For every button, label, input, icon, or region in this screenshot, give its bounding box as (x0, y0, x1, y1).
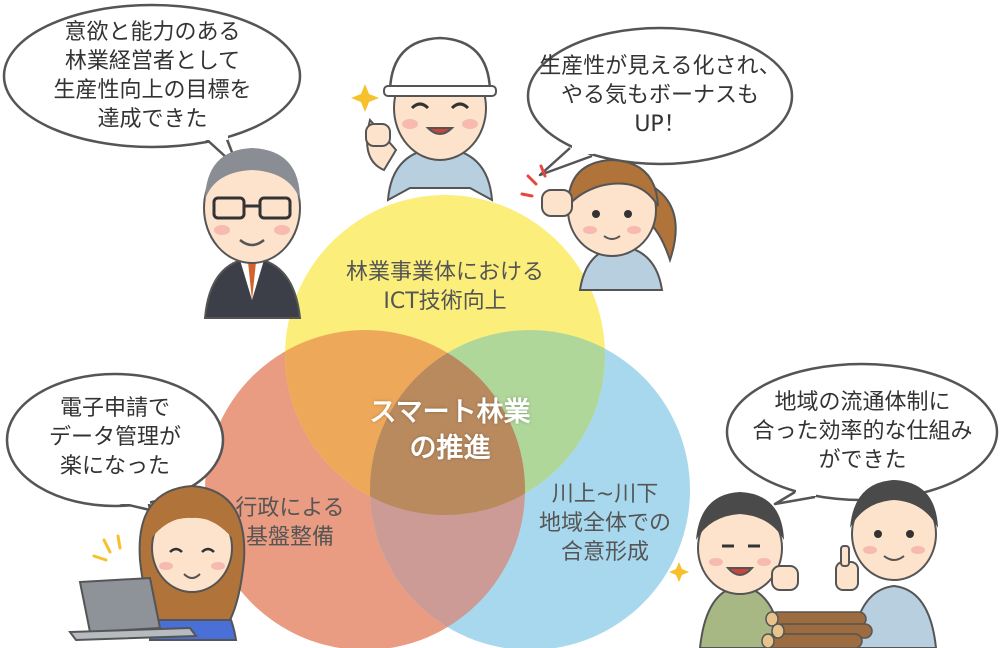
speech-bubble-worker (526, 26, 794, 177)
venn-label-line: 基盤整備 (245, 525, 334, 550)
bubble-line: やる気もボーナスも (560, 83, 759, 108)
venn-label-center: スマート林業 の推進 (350, 395, 550, 467)
venn-diagram (205, 195, 690, 648)
venn-overlap-center (370, 330, 525, 515)
venn-label-top: 林業事業体における ICT技術向上 (335, 258, 555, 316)
venn-label-line: ICT技術向上 (383, 289, 507, 314)
bubble-text-office: 電子申請で データ管理が 楽になった (10, 394, 220, 481)
bubble-line: 楽になった (59, 454, 170, 479)
venn-label-right: 川上~川下 地域全体での 合意形成 (530, 480, 680, 567)
venn-label-line: 行政による (235, 496, 345, 521)
bubble-line: 地域の流通体制に (774, 390, 951, 415)
bubble-line: UP！ (634, 112, 686, 137)
female-worker-icon (541, 158, 677, 291)
venn-label-line: 林業事業体における (345, 260, 544, 285)
venn-label-line: 地域全体での (538, 511, 671, 536)
bubble-line: 意欲と能力のある (64, 20, 241, 45)
venn-label-line: 合意形成 (560, 540, 649, 565)
venn-center-line: の推進 (409, 433, 491, 464)
bubble-text-distribution: 地域の流通体制に 合った効率的な仕組み ができた (730, 388, 995, 475)
sparkle-icon (351, 84, 689, 582)
bubble-line: ができた (818, 448, 907, 473)
bubble-line: データ管理が (48, 425, 181, 450)
bubble-line: 林業経営者として (64, 49, 241, 74)
bubble-line: 生産性が見える化され、 (539, 54, 781, 79)
log-pile-icon (761, 611, 873, 648)
manager-person-icon (203, 148, 302, 319)
venn-label-left: 行政による 基盤整備 (220, 494, 360, 552)
bubble-line: 達成できた (97, 107, 208, 132)
helmet-worker-icon (365, 36, 497, 202)
emphasis-lines-icon (520, 164, 547, 198)
office-sparkle-icon (92, 534, 122, 562)
venn-label-line: 川上~川下 (551, 482, 659, 507)
venn-center-line: スマート林業 (369, 397, 531, 428)
bubble-line: 合った効率的な仕組み (752, 419, 973, 444)
bubble-text-worker: 生産性が見える化され、 やる気もボーナスも UP！ (530, 52, 790, 139)
speech-bubble-office (5, 372, 225, 512)
bubble-line: 電子申請で (59, 396, 170, 421)
laptop-icon (68, 576, 198, 642)
bubble-line: 生産性向上の目標を (53, 78, 252, 103)
bubble-text-manager: 意欲と能力のある 林業経営者として 生産性向上の目標を 達成できた (10, 18, 295, 134)
